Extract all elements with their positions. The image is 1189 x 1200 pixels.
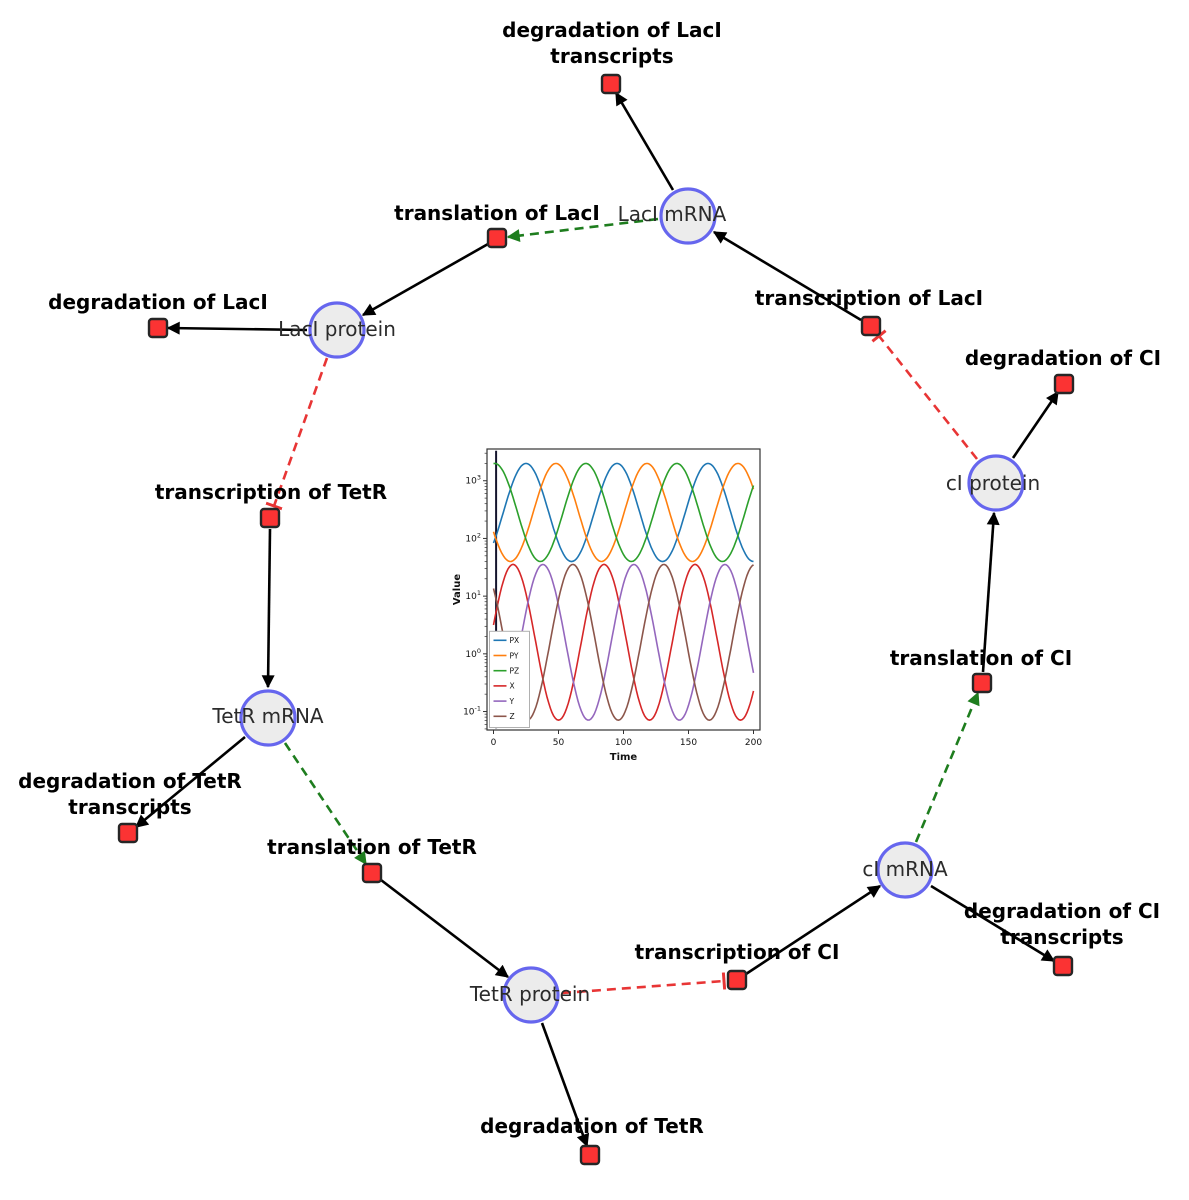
reaction-label-degradation-of-tetr-line0: degradation of TetR	[480, 1114, 704, 1138]
x-tick-label: 100	[615, 738, 632, 748]
y-tick-label-10e3: 103	[465, 474, 481, 487]
reaction-label-degradation-of-laci-transcripts-line1: transcripts	[550, 44, 673, 68]
legend-label-PY: PY	[510, 651, 519, 660]
legend-label-Z: Z	[510, 712, 515, 721]
species-node-tetr-mrna[interactable]	[239, 689, 297, 747]
y-tick-label-10e2: 102	[465, 531, 481, 544]
edges-layer	[134, 91, 1060, 1148]
reaction-label-translation-of-tetr-line0: translation of TetR	[267, 835, 477, 859]
species-node-laci-protein[interactable]	[308, 301, 366, 359]
reaction-label-translation-of-ci-line0: translation of CI	[890, 646, 1072, 670]
reaction-label-degradation-of-laci-transcripts-line0: degradation of LacI	[502, 18, 722, 42]
reaction-label-degradation-of-ci-transcripts-line0: degradation of CI	[964, 899, 1160, 923]
y-tick-label-10e0: 100	[465, 647, 481, 660]
edge-laci-mrna-to-degradation-of-laci-transcripts-consumption	[614, 91, 675, 191]
series-line-Y	[492, 563, 755, 721]
y-tick-label-10e1: 101	[465, 589, 481, 602]
series-line-PX	[492, 462, 754, 563]
reaction-label-degradation-of-tetr-transcripts-line0: degradation of TetR	[18, 769, 242, 793]
species-label-tetr-mrna: TetR mRNA	[211, 704, 324, 728]
x-axis-label: Time	[610, 752, 638, 763]
series-line-PY	[492, 462, 755, 563]
legend-label-PZ: PZ	[510, 667, 520, 676]
species-label-laci-mrna: LacI mRNA	[618, 202, 727, 226]
edge-laci-protein-to-transcription-of-tetr-inhibition	[265, 357, 329, 511]
reaction-label-transcription-of-laci-line0: transcription of LacI	[755, 286, 983, 310]
plot-legend	[489, 630, 530, 728]
species-label-ci-mrna: cI mRNA	[862, 857, 948, 881]
species-node-tetr-protein[interactable]	[502, 966, 560, 1024]
species-node-ci-mrna[interactable]	[876, 841, 934, 899]
reaction-label-degradation-of-tetr-transcripts-line1: transcripts	[68, 795, 191, 819]
x-tick-label: 200	[745, 738, 762, 748]
reaction-label-transcription-of-ci-line0: transcription of CI	[635, 940, 840, 964]
reaction-label-translation-of-laci-line0: translation of LacI	[394, 201, 600, 225]
edge-translation-of-tetr-to-tetr-protein-production	[380, 878, 510, 979]
reaction-node-degradation-of-laci-transcripts[interactable]	[600, 73, 622, 95]
edge-laci-protein-to-degradation-of-laci-consumption	[166, 321, 308, 335]
edge-ci-protein-to-degradation-of-ci-consumption	[1011, 390, 1060, 459]
series-line-Z	[492, 563, 755, 722]
edge-ci-protein-to-transcription-of-laci-inhibition	[871, 329, 979, 460]
y-axis-label: Value	[452, 574, 463, 605]
nodes-layer	[117, 73, 1075, 1166]
reaction-node-transcription-of-tetr[interactable]	[259, 507, 281, 529]
edge-translation-of-ci-to-ci-protein-production	[981, 511, 1000, 673]
species-label-laci-protein: LacI protein	[278, 317, 396, 341]
reaction-label-degradation-of-ci-transcripts-line1: transcripts	[1000, 925, 1123, 949]
y-tick-label-10e-1: 10-1	[463, 705, 481, 718]
edge-transcription-of-laci-to-laci-mrna-production	[712, 230, 862, 322]
reaction-node-translation-of-laci[interactable]	[486, 227, 508, 249]
legend-label-Y: Y	[509, 697, 515, 706]
reaction-node-transcription-of-laci[interactable]	[860, 315, 882, 337]
species-node-ci-protein[interactable]	[967, 454, 1025, 512]
edge-laci-mrna-to-translation-of-laci-modifier	[506, 217, 659, 243]
reaction-node-translation-of-ci[interactable]	[971, 672, 993, 694]
edge-tetr-mrna-to-degradation-of-tetr-transcripts-consumption	[134, 735, 246, 829]
reaction-node-degradation-of-ci[interactable]	[1053, 373, 1075, 395]
edge-ci-mrna-to-degradation-of-ci-transcripts-consumption	[930, 884, 1056, 963]
species-label-ci-protein: cI protein	[946, 471, 1040, 495]
x-tick-label: 0	[491, 738, 497, 748]
reaction-node-degradation-of-tetr-transcripts[interactable]	[117, 822, 139, 844]
plot-axes-frame	[486, 448, 761, 731]
legend-label-PX: PX	[510, 636, 520, 645]
edge-tetr-protein-to-degradation-of-tetr-consumption	[540, 1022, 590, 1148]
reaction-label-degradation-of-laci-line0: degradation of LacI	[48, 290, 268, 314]
x-tick-label: 150	[680, 738, 697, 748]
species-node-laci-mrna[interactable]	[659, 187, 717, 245]
species-label-tetr-protein: TetR protein	[469, 982, 590, 1006]
reaction-node-degradation-of-laci[interactable]	[147, 317, 169, 339]
reaction-node-transcription-of-ci[interactable]	[726, 969, 748, 991]
series-line-PZ	[493, 462, 755, 563]
edge-transcription-of-ci-to-ci-mrna-production	[745, 884, 882, 976]
edge-tetr-mrna-to-translation-of-tetr-modifier	[283, 742, 368, 866]
reaction-label-transcription-of-tetr-line0: transcription of TetR	[155, 480, 387, 504]
edge-ci-mrna-to-translation-of-ci-modifier	[914, 691, 980, 843]
reaction-node-degradation-of-ci-transcripts[interactable]	[1052, 955, 1074, 977]
reaction-node-translation-of-tetr[interactable]	[361, 862, 383, 884]
x-tick-label: 50	[553, 738, 565, 748]
reaction-node-degradation-of-tetr[interactable]	[579, 1144, 601, 1166]
reaction-label-degradation-of-ci-line0: degradation of CI	[965, 346, 1161, 370]
legend-label-X: X	[510, 682, 515, 691]
edge-tetr-protein-to-transcription-of-ci-inhibition	[561, 972, 727, 995]
edge-transcription-of-tetr-to-tetr-mrna-production	[261, 528, 275, 689]
edge-translation-of-laci-to-laci-protein-production	[361, 242, 489, 317]
